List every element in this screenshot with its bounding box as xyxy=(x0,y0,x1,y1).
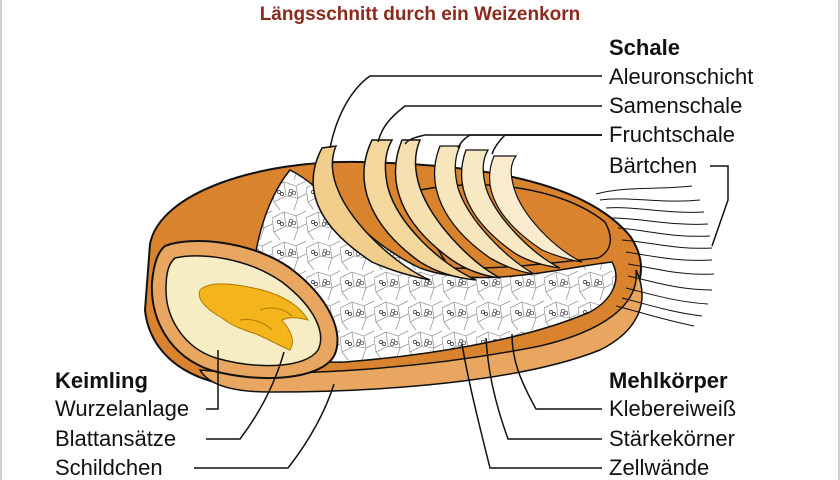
husk-lower-rim xyxy=(198,269,643,393)
label-mehlkoerper-heading: Mehlkörper xyxy=(609,368,728,393)
left-border xyxy=(0,0,2,480)
layer-fruchtschale-2 xyxy=(433,145,535,275)
label-samenschale: Samenschale xyxy=(609,93,743,118)
layer-fruchtschale-4 xyxy=(489,155,583,263)
label-klebereiweiss: Klebereiweiß xyxy=(609,396,737,421)
leader-lines xyxy=(194,75,729,469)
diagram-title: Längsschnitt durch ein Weizenkorn xyxy=(259,4,581,25)
layer-fruchtschale-1 xyxy=(394,139,501,279)
label-fruchtschale: Fruchtschale xyxy=(609,122,735,147)
label-keimling-heading: Keimling xyxy=(55,368,148,393)
label-zellwaende: Zellwände xyxy=(609,455,710,480)
label-aleuronschicht: Aleuronschicht xyxy=(609,64,754,89)
layer-fruchtschale-3 xyxy=(461,149,561,269)
right-border xyxy=(838,0,840,480)
label-blattansaetze: Blattansätze xyxy=(55,426,177,451)
layer-samenschale xyxy=(363,139,477,281)
label-schale-heading: Schale xyxy=(609,35,680,60)
layer-aleuron xyxy=(312,145,431,281)
label-staerkekoerner: Stärkekörner xyxy=(609,426,735,451)
label-schildchen: Schildchen xyxy=(55,455,163,480)
label-wurzelanlage: Wurzelanlage xyxy=(55,396,190,421)
label-baertchen: Bärtchen xyxy=(609,153,698,178)
beard-hairs xyxy=(595,185,715,327)
germ-core xyxy=(198,283,310,351)
